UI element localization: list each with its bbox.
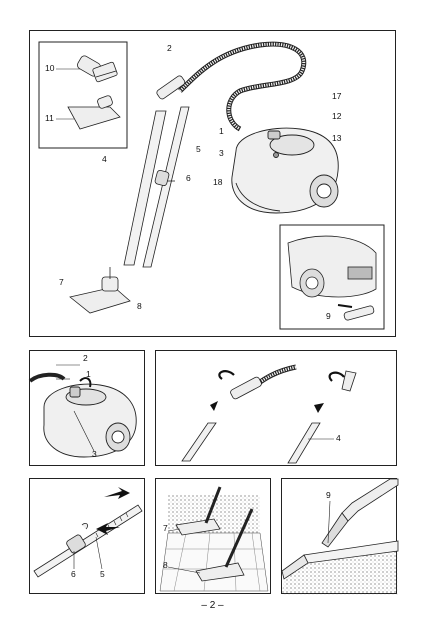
upholstery-nozzle-drawing [77, 55, 118, 83]
callout-2: 2 [83, 353, 88, 363]
callout-12: 12 [332, 111, 342, 121]
crevice-tool-panel: 9 [281, 478, 399, 595]
callout-5: 5 [100, 569, 105, 579]
callout-4: 4 [336, 433, 341, 443]
callout-2: 2 [167, 43, 172, 53]
telescopic-tube-illustration [33, 487, 143, 578]
callout-1: 1 [86, 369, 91, 379]
crevice-tool-illustration [281, 478, 399, 595]
vacuum-body-drawing [231, 127, 339, 214]
callout-9: 9 [326, 490, 331, 500]
tube-connect-illustration [181, 364, 357, 464]
callout-8: 8 [163, 560, 168, 570]
callout-3: 3 [92, 449, 97, 459]
callout-5: 5 [196, 144, 201, 154]
callout-6: 6 [186, 173, 191, 183]
callout-7: 7 [163, 523, 168, 533]
vacuum-cleaner-illustration [38, 41, 385, 330]
hose-attach-illustration [28, 364, 137, 458]
callout-11: 11 [45, 113, 54, 123]
furniture-nozzle-drawing [67, 95, 121, 130]
callout-13: 13 [332, 133, 342, 143]
callout-17: 17 [332, 91, 342, 101]
callout-18: 18 [213, 177, 223, 187]
telescope-panel: 6 5 [29, 478, 145, 594]
callout-1: 1 [219, 126, 224, 136]
main-figure-panel: 2 10 11 17 12 13 1 3 4 5 6 18 7 8 9 [29, 30, 396, 337]
page-number: – 2 – [201, 600, 224, 611]
callout-6: 6 [71, 569, 76, 579]
floor-nozzle-drawing [69, 267, 131, 314]
callout-3: 3 [219, 148, 224, 158]
hose-attach-panel: 2 1 3 [28, 350, 145, 466]
callout-10: 10 [45, 63, 55, 73]
callout-4: 4 [102, 154, 107, 164]
callout-9: 9 [326, 311, 331, 321]
callout-8: 8 [137, 301, 142, 311]
tube-connect-panel: 4 [155, 350, 397, 466]
floor-nozzle-illustration [159, 486, 269, 592]
floor-nozzle-panel: 7 8 [155, 478, 271, 594]
callout-7: 7 [59, 277, 64, 287]
